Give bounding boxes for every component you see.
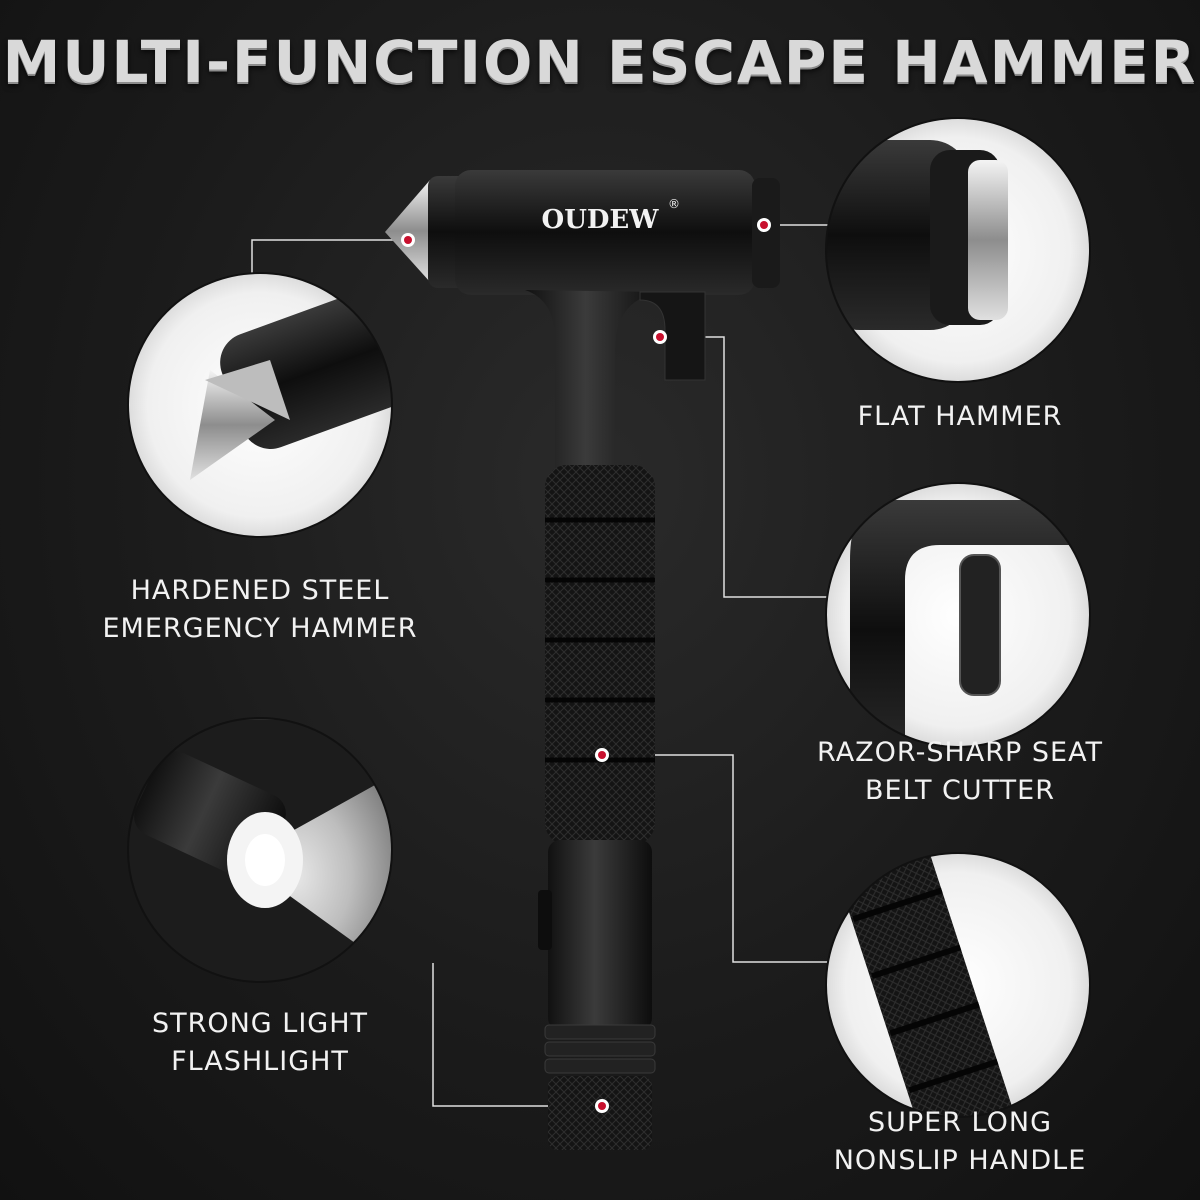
page-title: MULTI-FUNCTION ESCAPE HAMMER xyxy=(2,28,1198,96)
feature-label-flat-hammer: FLAT HAMMER xyxy=(780,398,1140,436)
detail-circle-belt-cutter xyxy=(825,482,1091,748)
callout-dots xyxy=(401,218,771,1113)
detail-circle-flat-hammer xyxy=(825,117,1091,383)
leader-handle xyxy=(602,754,842,963)
hammer-product xyxy=(385,170,780,1150)
feature-label-steel-hammer: HARDENED STEEL EMERGENCY HAMMER xyxy=(60,572,460,648)
detail-circle-flashlight xyxy=(127,717,393,983)
feature-label-handle: SUPER LONG NONSLIP HANDLE xyxy=(780,1104,1140,1180)
leader-flashlight-path xyxy=(432,963,602,1107)
feature-label-line: HARDENED STEEL xyxy=(130,575,390,606)
feature-label-line: STRONG LIGHT xyxy=(151,1008,369,1039)
brand-registered-mark: ® xyxy=(668,197,680,211)
feature-label-belt-cutter: RAZOR-SHARP SEAT BELT CUTTER xyxy=(770,734,1150,810)
feature-label-flashlight: STRONG LIGHT FLASHLIGHT xyxy=(80,1005,440,1081)
detail-circle-steel-tip xyxy=(127,272,393,538)
feature-label-line: EMERGENCY HAMMER xyxy=(102,613,418,644)
feature-label-line: FLASHLIGHT xyxy=(171,1046,349,1077)
feature-label-line: BELT CUTTER xyxy=(865,775,1055,806)
feature-label-line: SUPER LONG xyxy=(867,1107,1053,1138)
feature-label-line: FLAT HAMMER xyxy=(857,401,1063,432)
brand-logo: OUDEW xyxy=(542,205,660,235)
detail-circle-handle xyxy=(825,852,1091,1118)
feature-label-line: NONSLIP HANDLE xyxy=(833,1145,1087,1176)
feature-label-line: RAZOR-SHARP SEAT xyxy=(817,737,1103,768)
